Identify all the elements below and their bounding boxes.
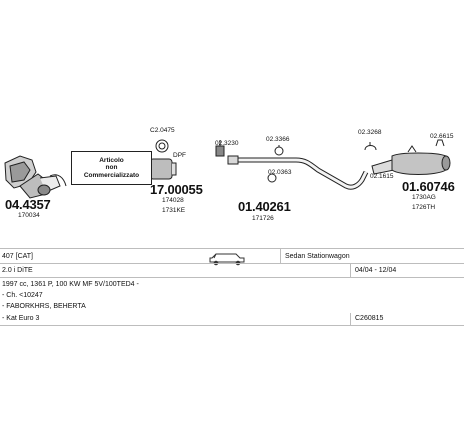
part-code-c2-0475: C2.0475: [150, 127, 175, 134]
table-divider: [350, 313, 351, 325]
rear-silencer-drawing: [371, 145, 451, 175]
engine-name: 2.0 i DiTE: [2, 267, 33, 274]
mount-02-3366-drawing: [274, 145, 284, 156]
part-code-04-4357: 04.4357: [5, 197, 51, 212]
catalog-code: C260815: [355, 315, 384, 322]
part-code-02-3268: 02.3268: [358, 129, 382, 136]
table-rule: [0, 248, 464, 249]
engine-specs: 1997 cc, 1361 P, 100 KW MF 5V/100TED4 -: [2, 281, 139, 288]
clamp-02-3230-drawing: [215, 140, 225, 157]
part-ref-1731ke: 1731KE: [162, 207, 186, 214]
part-code-02-3230: 02.3230: [215, 140, 239, 147]
emission-note: - Kat Euro 3: [2, 315, 40, 322]
table-divider: [280, 248, 281, 263]
table-rule: [0, 277, 464, 278]
catalyst-drawing: [4, 155, 67, 199]
mount-02-0363-drawing: [267, 173, 277, 183]
part-ref-1726th: 1726TH: [412, 204, 436, 211]
middle-pipe-drawing: [227, 155, 369, 190]
part-code-02-3366: 02.3366: [266, 136, 290, 143]
production-years: 04/04 - 12/04: [355, 267, 397, 274]
part-code-01-40261: 01.40261: [238, 199, 291, 214]
part-ref-1730ag: 1730AG: [412, 194, 436, 201]
part-ref-171726: 171726: [252, 215, 274, 222]
note-line-2: non: [105, 164, 118, 172]
table-rule: [0, 263, 464, 264]
dpf-label: DPF: [173, 152, 186, 159]
vehicle-model: 407 [CAT]: [2, 253, 33, 260]
part-ref-174028: 174028: [162, 197, 184, 204]
part-code-02-6615: 02.6615: [430, 133, 454, 140]
dpf-gasket-drawing: [155, 139, 169, 153]
part-code-02-0363: 02.0363: [268, 169, 292, 176]
note-line-1: Articolo: [99, 156, 124, 164]
table-divider: [350, 263, 351, 277]
chassis-note: - Ch. <10247: [2, 292, 43, 299]
body-type: Sedan Stationwagon: [285, 253, 350, 260]
clamp-02-6615-drawing: [435, 139, 445, 147]
part-code-17-00055: 17.00055: [150, 182, 203, 197]
note-line-3: Commercializzato: [83, 171, 140, 179]
dpf-drawing: [146, 158, 177, 180]
not-sold-note: Articolo non Commercializzato: [71, 151, 152, 185]
table-rule: [0, 325, 464, 326]
clamp-02-3268-drawing: [364, 142, 377, 151]
part-code-02-1615: 02.1615: [370, 173, 394, 180]
part-ref-170034: 170034: [18, 212, 40, 219]
maker-note: - FABORKHRS, BEHERTA: [2, 303, 86, 310]
part-code-01-60746: 01.60746: [402, 179, 455, 194]
